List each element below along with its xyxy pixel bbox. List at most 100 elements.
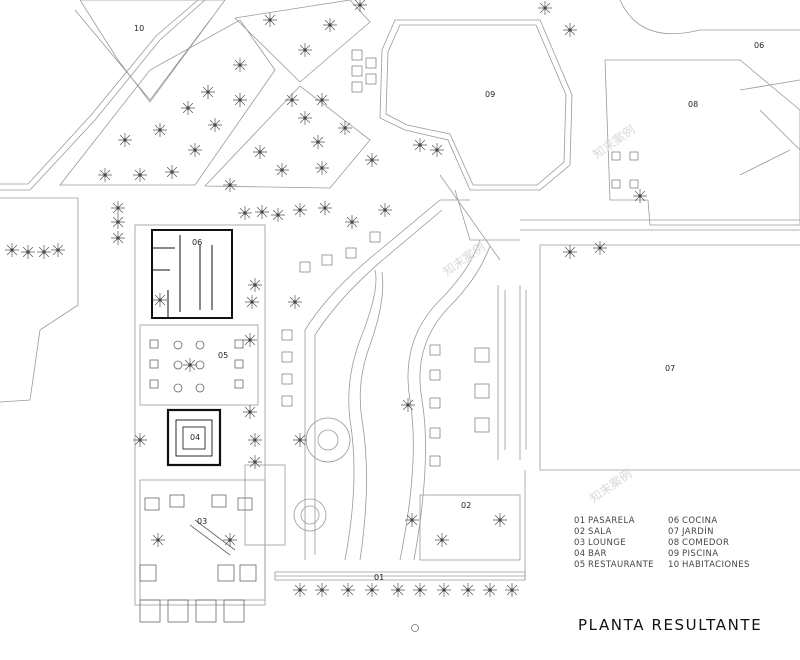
palm-tree <box>405 513 419 527</box>
palm-tree <box>413 138 427 152</box>
plaza-circle-inner <box>300 505 320 525</box>
palm-tree <box>153 123 167 137</box>
palm-tree <box>413 583 427 597</box>
legend-number: 08 <box>668 538 680 548</box>
palm-tree <box>255 205 269 219</box>
legend-label: COMEDOR <box>682 538 730 548</box>
svg-text:知末案例: 知末案例 <box>587 466 635 506</box>
palm-tree <box>133 433 147 447</box>
palm-tree <box>288 295 302 309</box>
palm-tree <box>223 178 237 192</box>
tag-habitaciones-10: 10 <box>134 24 144 33</box>
palm-tree <box>111 231 125 245</box>
legend-number: 05 <box>574 560 586 570</box>
tag-sala-02: 02 <box>461 501 471 510</box>
legend-number: 09 <box>668 549 680 559</box>
lounge-terrace <box>244 464 286 546</box>
palm-tree <box>318 201 332 215</box>
legend-label: SALA <box>588 527 612 537</box>
palm-tree <box>338 121 352 135</box>
palm-tree <box>563 23 577 37</box>
north-marker <box>411 624 419 632</box>
legend-label: JARDÍN <box>682 527 714 537</box>
palm-tree <box>315 161 329 175</box>
palm-tree <box>98 168 112 182</box>
pool-outline <box>379 19 573 191</box>
watermark: 知末案例 知末案例 知末案例 <box>440 122 638 506</box>
cocina-arc <box>619 0 800 35</box>
svg-text:知末案例: 知末案例 <box>440 239 488 279</box>
corridor <box>520 219 800 231</box>
rooms-block-2 <box>59 19 276 186</box>
palm-tree <box>208 118 222 132</box>
palm-tree <box>505 583 519 597</box>
palm-tree <box>223 533 237 547</box>
legend-number: 07 <box>668 527 680 537</box>
pool-edge-walk <box>439 174 520 261</box>
boardwalk <box>274 571 526 581</box>
palm-tree <box>21 245 35 259</box>
legend-number: 04 <box>574 549 586 559</box>
tag-piscina-09: 09 <box>485 90 495 99</box>
palm-tree <box>151 533 165 547</box>
dining-roof <box>739 79 800 176</box>
palm-tree <box>201 85 215 99</box>
walkway-b <box>344 269 377 561</box>
palm-tree <box>538 1 552 15</box>
palm-tree <box>483 583 497 597</box>
tag-cocina-06-top: 06 <box>754 41 764 50</box>
plaza-circle <box>293 498 327 532</box>
palm-tree <box>243 405 257 419</box>
legend-label: PASARELA <box>588 516 635 526</box>
palm-tree <box>233 58 247 72</box>
palm-tree <box>365 583 379 597</box>
palm-tree <box>293 203 307 217</box>
legend-label: BAR <box>588 549 607 559</box>
area-tags: 10 06 09 08 06 05 04 07 03 02 01 <box>134 24 764 582</box>
palm-tree <box>437 583 451 597</box>
palm-tree <box>188 143 202 157</box>
umbrellas <box>281 49 639 467</box>
drawing-title: PLANTA RESULTANTE <box>578 616 763 634</box>
palm-tree <box>37 245 51 259</box>
rooms-block-4 <box>204 85 371 189</box>
tag-lounge-03: 03 <box>197 517 207 526</box>
palm-tree <box>461 583 475 597</box>
palm-tree <box>248 433 262 447</box>
palm-tree <box>298 111 312 125</box>
legend-label: COCINA <box>682 516 718 526</box>
palm-tree <box>111 215 125 229</box>
rooms-block-3 <box>234 0 371 83</box>
tag-restaurante-05: 05 <box>218 351 228 360</box>
palm-tree <box>401 398 415 412</box>
palm-trees <box>5 0 647 597</box>
palm-tree <box>263 13 277 27</box>
palm-tree <box>298 43 312 57</box>
palm-tree <box>165 165 179 179</box>
palm-tree <box>233 93 247 107</box>
palm-tree <box>245 295 259 309</box>
palm-tree <box>365 153 379 167</box>
legend-label: LOUNGE <box>588 538 627 548</box>
tag-bar-04: 04 <box>190 433 200 442</box>
palm-tree <box>345 215 359 229</box>
palm-tree <box>133 168 147 182</box>
fountain-outer <box>305 417 351 463</box>
palm-tree <box>153 293 167 307</box>
palm-tree <box>341 583 355 597</box>
palm-tree <box>315 93 329 107</box>
rooms-07-outline <box>539 244 800 471</box>
rooms-left-edge <box>0 197 79 403</box>
palm-tree <box>243 333 257 347</box>
palm-tree <box>275 163 289 177</box>
legend-number: 03 <box>574 538 586 548</box>
